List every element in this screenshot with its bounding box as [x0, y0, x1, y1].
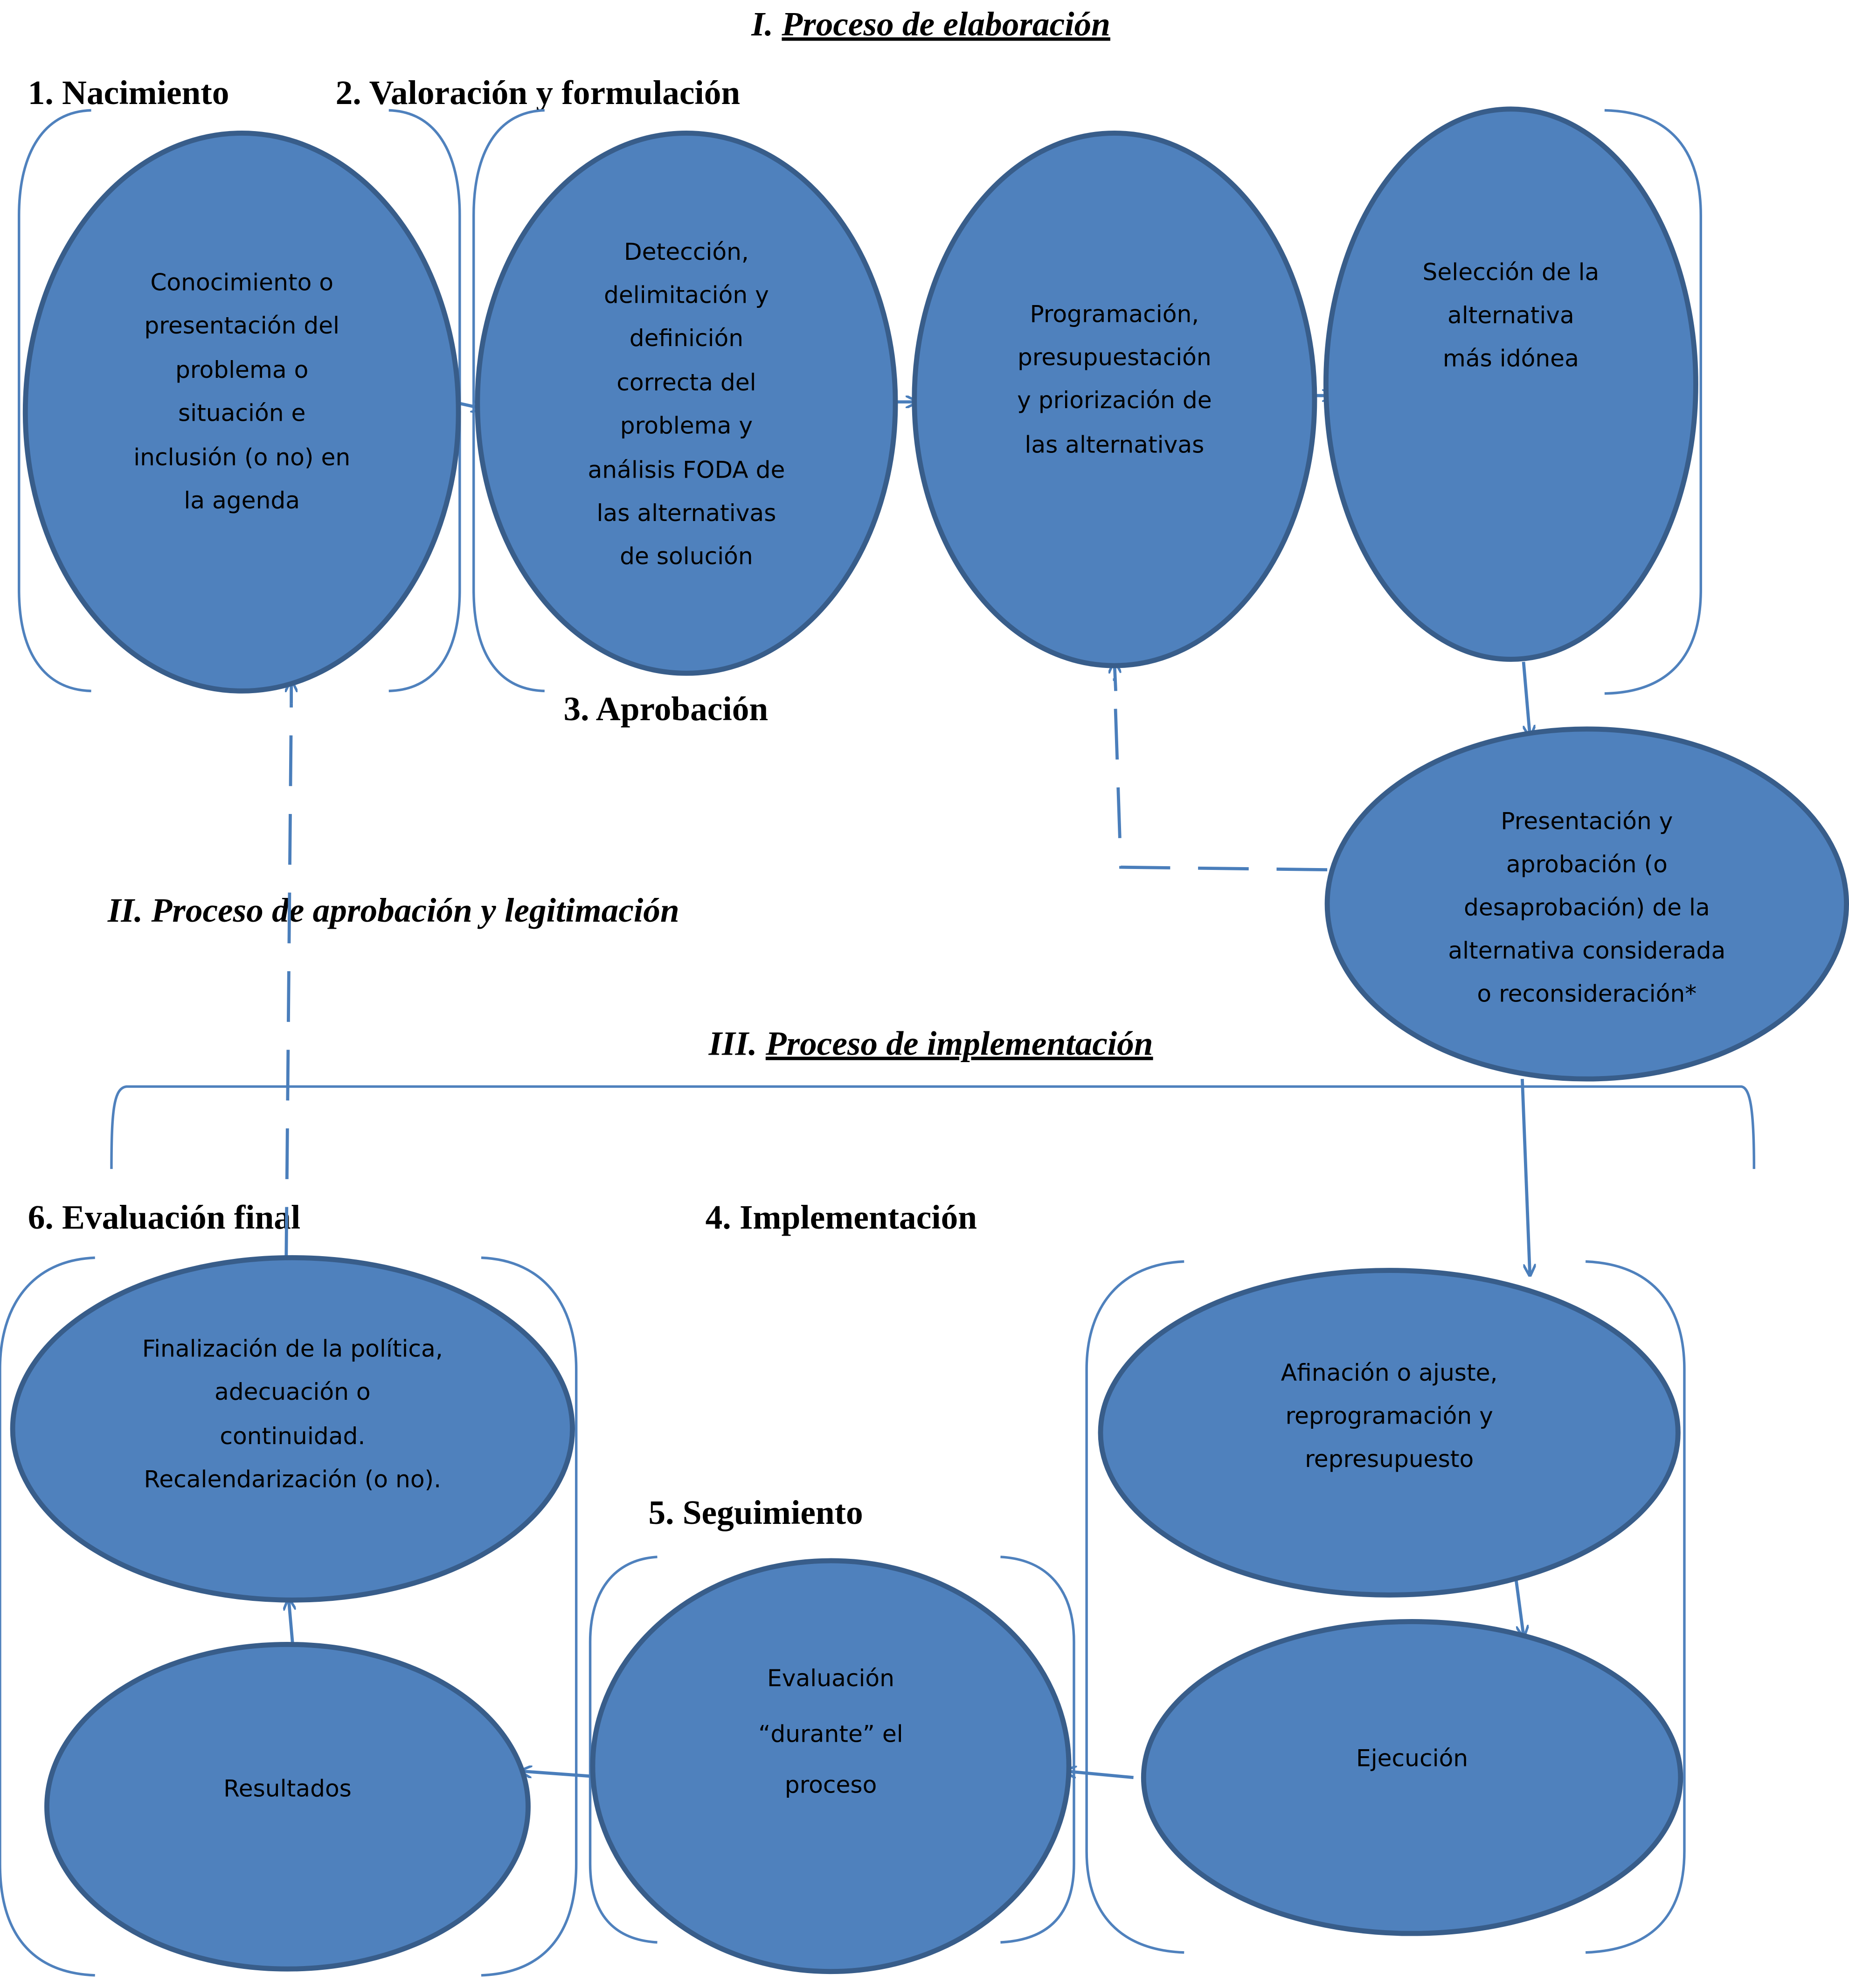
node-text: Finalización de la política,adecuación o… — [142, 1335, 443, 1493]
node-text: Resultados — [223, 1775, 352, 1802]
stage-aprobacion: 3. Aprobación — [564, 690, 769, 728]
node-text: Ejecución — [1356, 1744, 1468, 1772]
stage-valoracion: 2. Valoración y formulación — [336, 74, 741, 111]
brackets — [0, 109, 1756, 1977]
stage-implementacion: 4. Implementación — [706, 1198, 977, 1236]
section-title-elaboracion: I. Proceso de elaboración — [751, 5, 1110, 43]
stage-evaluacion-final: 6. Evaluación final — [28, 1198, 301, 1236]
section-title-aprobacion: II. Proceso de aprobación y legitimación — [107, 891, 679, 929]
stage-nacimiento: 1. Nacimiento — [28, 74, 229, 111]
node-ejecucion: Ejecución — [1141, 1619, 1683, 1936]
section-title-implementacion: III. Proceso de implementación — [708, 1024, 1153, 1062]
stage-seguimiento: 5. Seguimiento — [648, 1494, 863, 1531]
node-finalizacion: Finalización de la política,adecuación o… — [10, 1255, 575, 1603]
node-resultados: Resultados — [44, 1641, 531, 1972]
